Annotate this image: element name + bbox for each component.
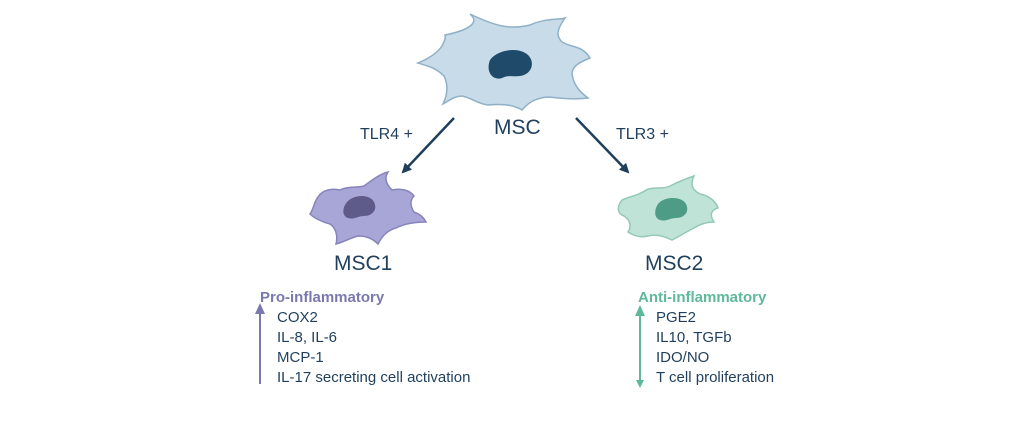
tlr3-label: TLR3 + bbox=[616, 126, 669, 143]
msc1-cell bbox=[309, 170, 428, 246]
list-item: IDO/NO bbox=[656, 349, 710, 366]
list-item: IL-8, IL-6 bbox=[277, 329, 338, 346]
msc1-nucleus bbox=[343, 196, 376, 219]
msc1-label: MSC1 bbox=[334, 252, 393, 275]
list-item: COX2 bbox=[277, 309, 318, 326]
list-item: IL-17 secreting cell activation bbox=[277, 369, 471, 386]
anti-inflammatory-list: PGE2 IL10, TGFb IDO/NO T cell proliferat… bbox=[656, 308, 774, 388]
list-item: IL10, TGFb bbox=[656, 329, 732, 346]
arrow-to-msc1 bbox=[401, 117, 455, 174]
list-item: MCP-1 bbox=[277, 349, 324, 366]
anti-updown-arrow bbox=[635, 305, 645, 388]
pro-inflammatory-list: COX2 IL-8, IL-6 MCP-1 IL-17 secreting ce… bbox=[277, 308, 470, 388]
pro-inflammatory-title: Pro-inflammatory bbox=[260, 289, 385, 306]
msc-label: MSC bbox=[494, 116, 541, 139]
msc2-label: MSC2 bbox=[645, 252, 704, 275]
arrow-to-msc2 bbox=[575, 117, 630, 174]
msc2-nucleus bbox=[655, 198, 688, 221]
msc-nucleus bbox=[488, 49, 532, 79]
pro-up-arrow bbox=[255, 303, 265, 384]
list-item: PGE2 bbox=[656, 309, 697, 326]
list-item: T cell proliferation bbox=[656, 369, 775, 386]
tlr4-label: TLR4 + bbox=[360, 126, 413, 143]
msc2-cell bbox=[617, 174, 719, 241]
anti-inflammatory-title: Anti-inflammatory bbox=[638, 289, 767, 306]
msc-cell bbox=[415, 13, 592, 111]
